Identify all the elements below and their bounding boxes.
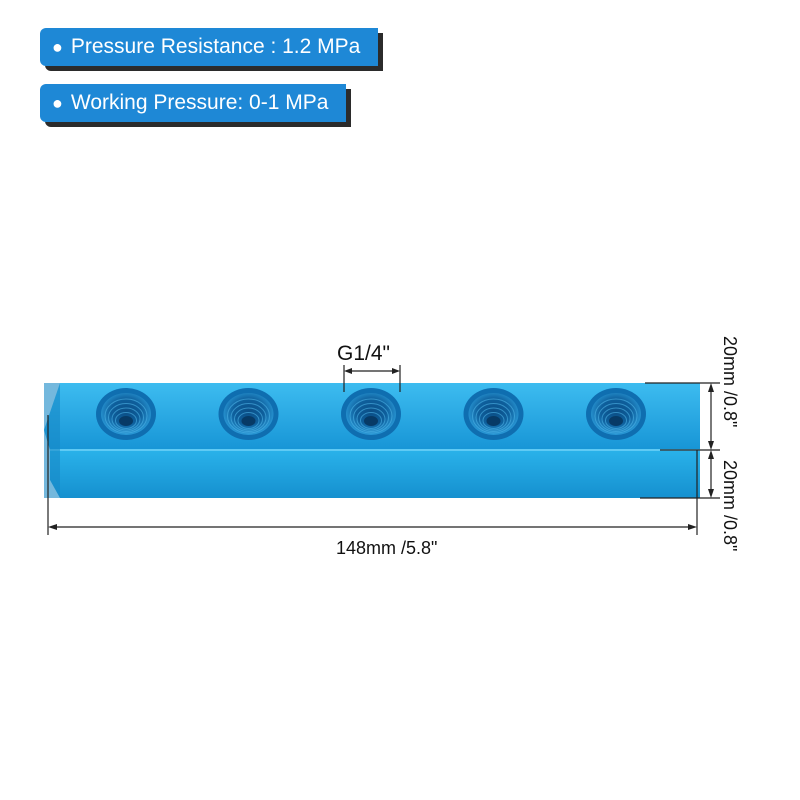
length-dimension [47, 415, 698, 535]
threaded-port [218, 388, 279, 440]
bullet-icon: ● [52, 36, 63, 57]
port-group [96, 388, 646, 440]
manifold-end-face [44, 383, 60, 498]
spec-text-pressure-resistance: Pressure Resistance : 1.2 MPa [70, 35, 361, 58]
threaded-port [96, 388, 156, 440]
arrow-icon [708, 441, 714, 450]
height-label: 20mm /0.8" [720, 336, 740, 428]
arrow-icon [708, 489, 714, 498]
arrow-icon [48, 524, 57, 530]
arrow-icon [688, 524, 697, 530]
arrow-icon [344, 368, 352, 374]
side-dimensions [640, 382, 720, 499]
arrow-icon [708, 383, 714, 392]
arrow-icon [392, 368, 400, 374]
threaded-port [341, 388, 401, 440]
spec-badge-working-pressure: ● Working Pressure: 0-1 MPa [40, 84, 347, 122]
threaded-port [586, 388, 646, 440]
arrow-icon [708, 450, 714, 459]
spec-text-working-pressure: Working Pressure: 0-1 MPa [70, 91, 329, 114]
thread-dimension [343, 365, 401, 392]
threaded-port [463, 388, 524, 440]
spec-badge-pressure-resistance: ● Pressure Resistance : 1.2 MPa [40, 28, 379, 66]
bullet-icon: ● [52, 92, 63, 113]
manifold-front-face [50, 450, 700, 498]
thread-size-label: G1/4" [337, 342, 390, 365]
length-label: 148mm /5.8" [336, 538, 438, 558]
width-label: 20mm /0.8" [720, 460, 740, 552]
